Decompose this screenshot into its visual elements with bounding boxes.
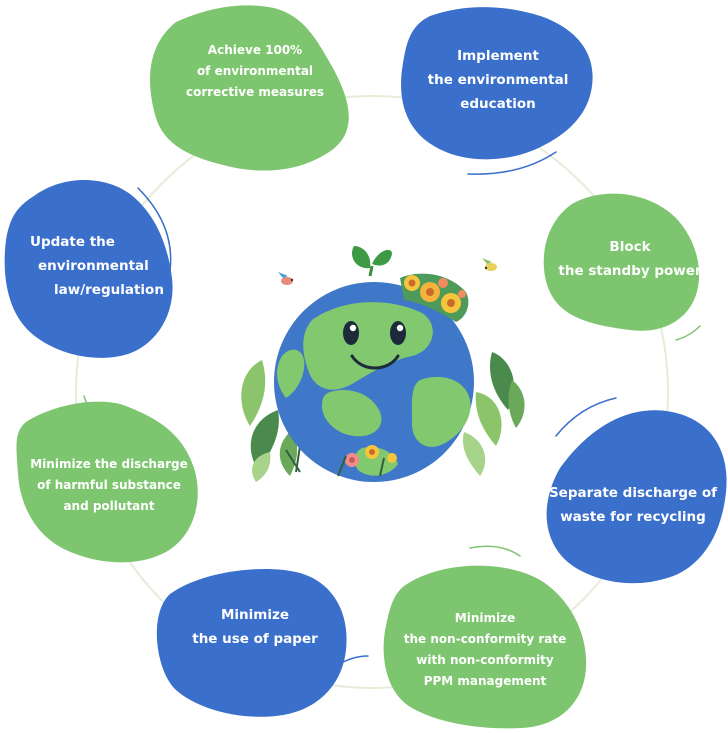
- label-implement-education: Implement the environmental education: [398, 42, 598, 118]
- label-line: waste for recycling: [560, 509, 706, 525]
- blob-recycling: [546, 410, 727, 584]
- earth-icon: [274, 282, 474, 482]
- label-line: Minimize the discharge: [30, 456, 188, 471]
- label-line: and pollutant: [63, 498, 155, 513]
- flower-crown-icon: [400, 273, 469, 322]
- label-line: the non-conformity rate: [403, 632, 567, 646]
- label-line: environmental: [38, 258, 149, 274]
- label-minimize-paper: Minimize the use of paper: [160, 600, 350, 654]
- label-minimize-nonconformity: Minimize the non-conformity rate with no…: [380, 606, 590, 694]
- flower-icon: [337, 445, 397, 477]
- blob-law: [4, 180, 173, 358]
- blob-nonconformity: [383, 565, 587, 729]
- label-line: Separate discharge of: [548, 485, 718, 501]
- label-line: Block: [609, 239, 651, 255]
- bird-icon: [278, 272, 294, 285]
- sprout-icon: [351, 246, 392, 277]
- label-line: of environmental: [196, 63, 314, 78]
- label-block-standby-power: Block the standby power: [550, 232, 710, 286]
- cycle-ring: [75, 95, 669, 689]
- foliage: [241, 352, 525, 482]
- label-line: Minimize: [454, 611, 516, 625]
- bird-icon: [482, 258, 497, 271]
- label-line: education: [460, 96, 536, 112]
- blob-harmful: [16, 401, 198, 563]
- label-achieve-100-percent: Achieve 100% of environmental corrective…: [160, 36, 350, 106]
- label-line: Implement: [457, 48, 539, 64]
- blob-standby: [543, 193, 700, 331]
- label-line: Achieve 100%: [207, 42, 303, 57]
- label-line: Minimize: [220, 607, 289, 623]
- label-line: Update the: [30, 234, 115, 250]
- label-line: PPM management: [423, 674, 547, 688]
- label-line: with non-conformity: [416, 653, 554, 667]
- blob-paper: [156, 568, 347, 717]
- blob-achieve: [150, 5, 349, 171]
- label-line: of harmful substance: [37, 477, 181, 492]
- label-update-law: Update the environmental law/regulation: [8, 228, 202, 304]
- label-line: corrective measures: [185, 84, 325, 99]
- blob-education: [401, 7, 593, 160]
- label-line: the environmental: [427, 72, 569, 88]
- label-line: the standby power: [558, 263, 702, 279]
- label-line: the use of paper: [192, 631, 318, 647]
- label-separate-discharge: Separate discharge of waste for recyclin…: [540, 478, 726, 532]
- label-line: law/regulation: [54, 282, 164, 298]
- label-minimize-harmful: Minimize the discharge of harmful substa…: [14, 452, 204, 518]
